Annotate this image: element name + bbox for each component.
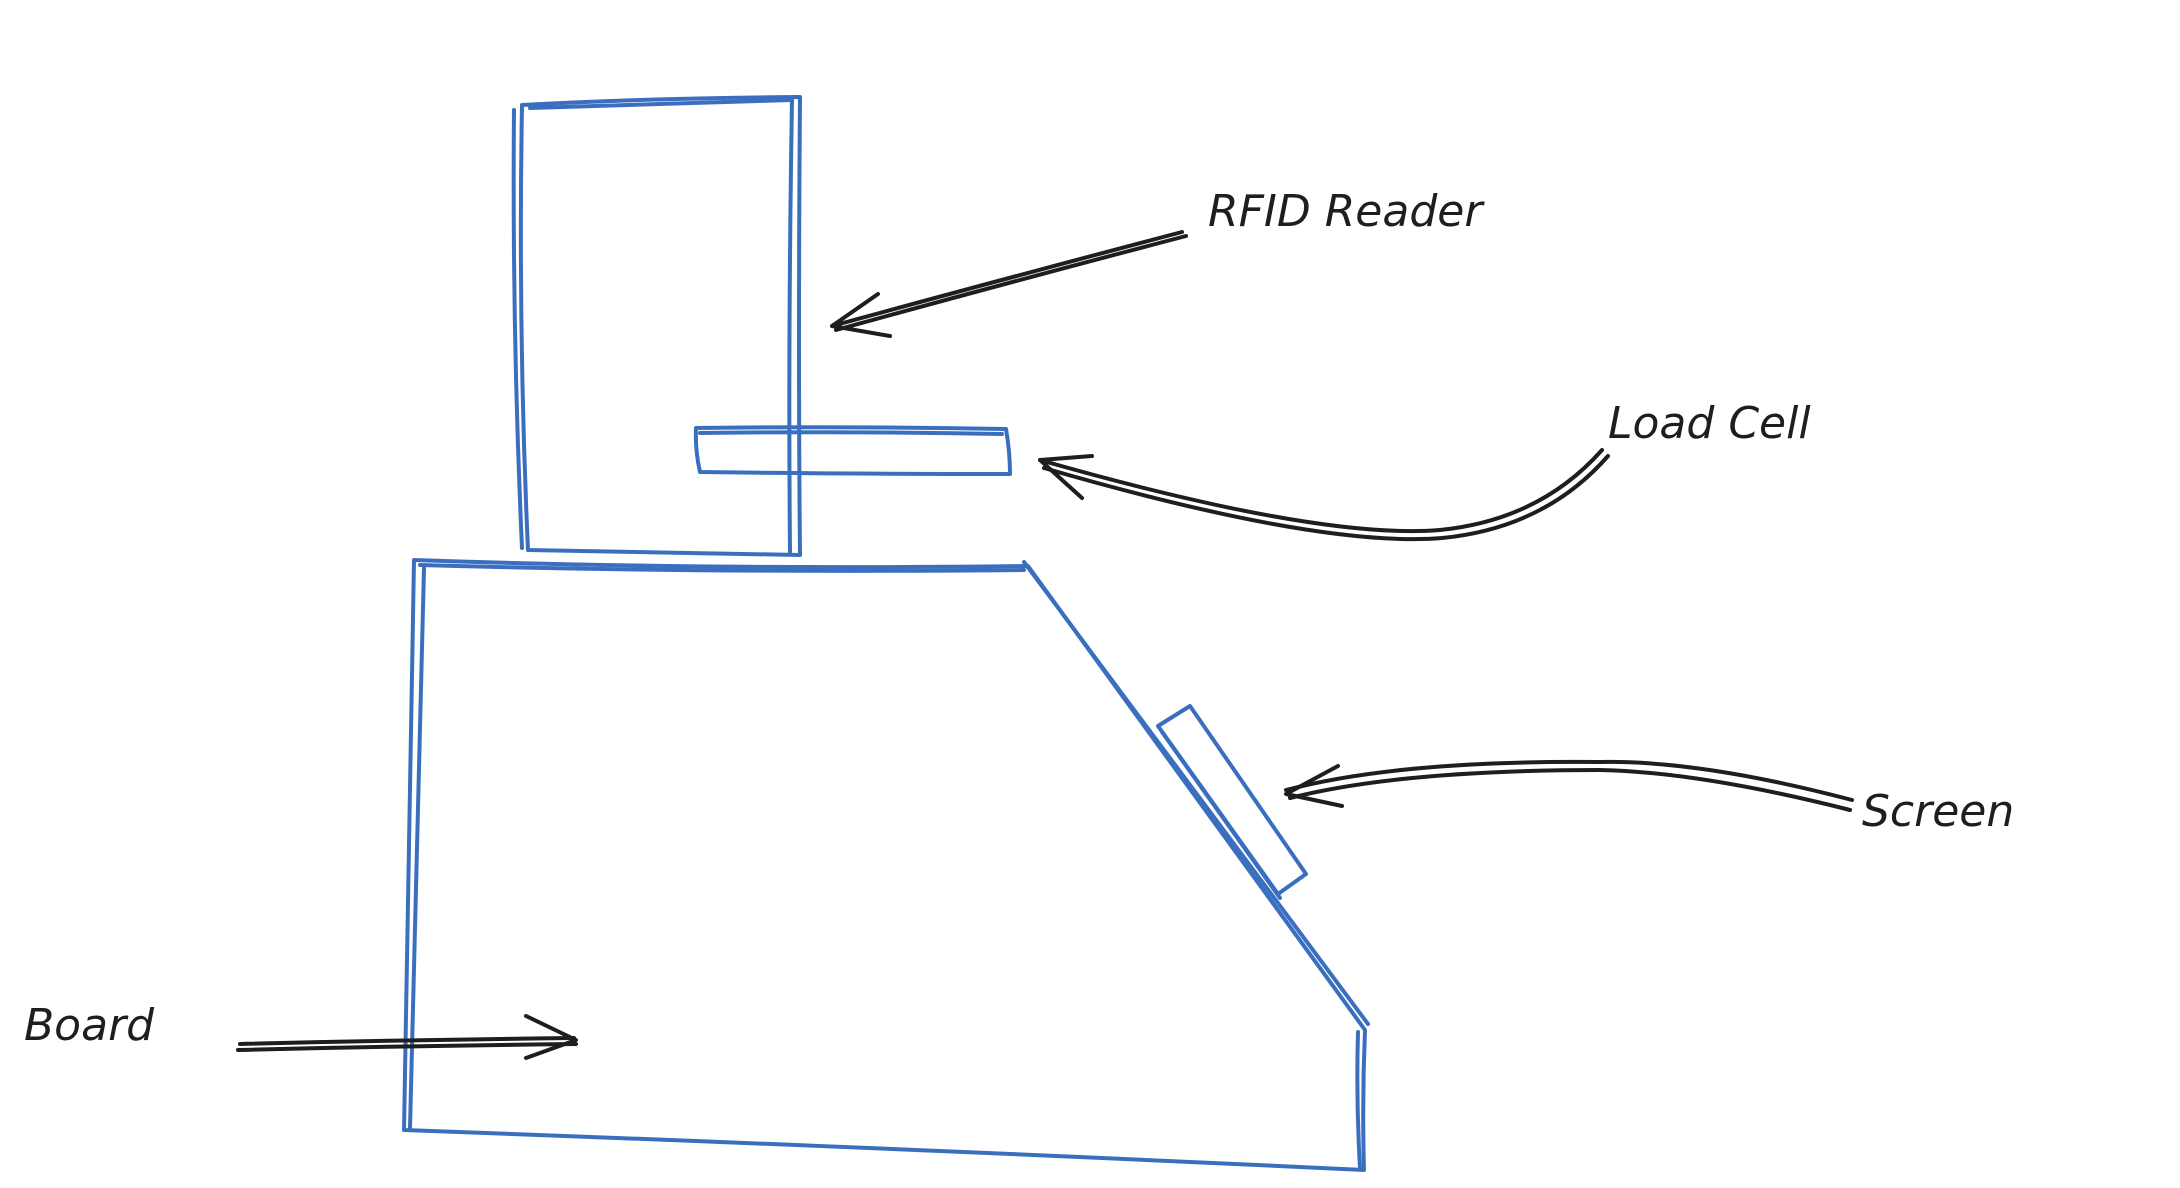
rfid-reader-label: RFID Reader bbox=[1208, 186, 1485, 237]
rfid-reader-box bbox=[511, 95, 802, 557]
screen-panel bbox=[1156, 704, 1308, 900]
board-enclosure bbox=[402, 558, 1370, 1172]
load-cell-label: Load Cell bbox=[1608, 398, 1811, 449]
board-label: Board bbox=[24, 1000, 155, 1051]
screen-label: Screen bbox=[1862, 786, 2014, 837]
load-cell-bar bbox=[693, 425, 1012, 476]
board-arrow bbox=[236, 1014, 578, 1060]
screen-arrow bbox=[1284, 759, 1854, 812]
rfid-reader-arrow bbox=[830, 230, 1188, 338]
load-cell-arrow bbox=[1038, 448, 1610, 542]
